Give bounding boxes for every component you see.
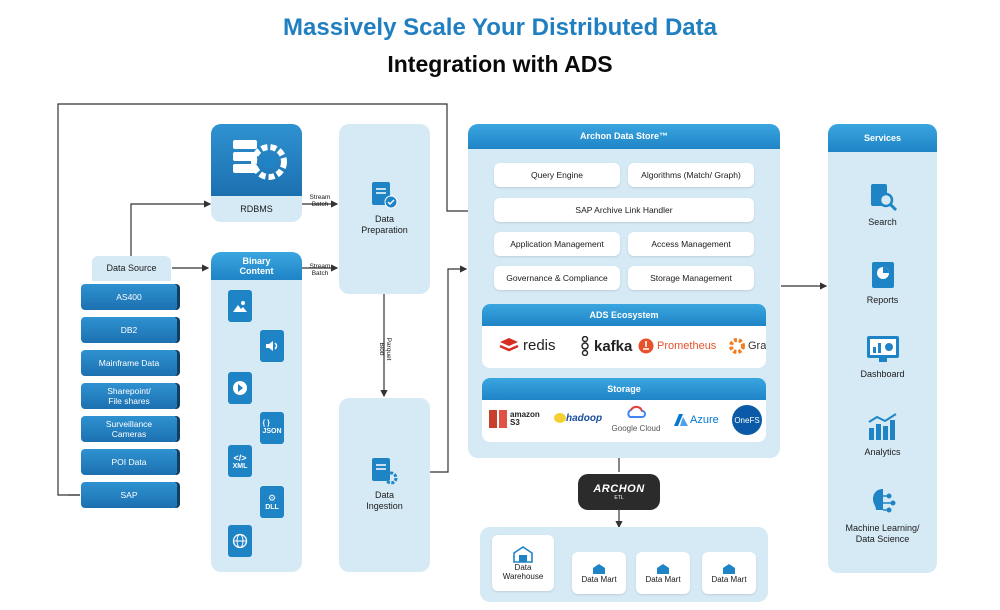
stream-batch-label-bottom: Stream Batch (309, 263, 331, 277)
archon-data-store-panel: Archon Data Store™ Query Engine Algorith… (468, 124, 780, 458)
redis-logo: redis (498, 336, 556, 354)
binary-content-panel: Binary Content { } JSON </> XML ⚙ DLL (211, 252, 302, 572)
image-file-icon (228, 290, 252, 322)
services-panel: Services Search Reports Dashboard Analyt… (828, 124, 937, 573)
data-mart-card-2[interactable]: Data Mart (636, 552, 690, 594)
archon-etl-node: ARCHON ETL (578, 474, 660, 510)
ads-ecosystem-header: ADS Ecosystem (482, 304, 766, 326)
xml-file-icon: </> XML (228, 445, 252, 477)
search-icon (870, 184, 897, 212)
data-mart-card-3[interactable]: Data Mart (702, 552, 756, 594)
source-sharepoint[interactable]: Sharepoint/ File shares (81, 383, 177, 409)
module-query-engine[interactable]: Query Engine (494, 163, 620, 187)
prometheus-icon (638, 338, 654, 354)
parquet-blob-label: Parquet Blob (378, 337, 392, 361)
source-sap[interactable]: SAP (81, 482, 177, 508)
stream-batch-label-top: Stream Batch (309, 194, 331, 208)
service-dashboard[interactable]: Dashboard (828, 334, 937, 380)
data-mart-icon (723, 563, 735, 574)
title-line-1: Massively Scale Your Distributed Data (283, 14, 717, 41)
warehouse-icon (513, 546, 533, 563)
rdbms-icon-block (211, 124, 302, 196)
hadoop-elephant-icon (554, 413, 566, 423)
reports-icon (871, 262, 894, 288)
services-header: Services (828, 124, 937, 152)
play-icon (233, 381, 247, 395)
data-source-header: Data Source (92, 256, 171, 281)
onefs-logo: OneFS (732, 405, 762, 435)
audio-file-icon (260, 330, 284, 362)
data-preparation-panel: Data Preparation (339, 124, 430, 294)
module-governance[interactable]: Governance & Compliance (494, 266, 620, 290)
service-search[interactable]: Search (828, 182, 937, 228)
prometheus-logo: Prometheus (638, 338, 716, 354)
rdbms-label: RDBMS (240, 204, 273, 214)
ads-header: Archon Data Store™ (468, 124, 780, 149)
document-check-icon (372, 182, 398, 209)
kafka-icon (581, 336, 589, 356)
dll-file-icon: ⚙ DLL (260, 486, 284, 518)
machine-learning-icon (872, 489, 895, 513)
speaker-icon (266, 341, 278, 351)
service-reports[interactable]: Reports (828, 260, 937, 306)
source-poi[interactable]: POI Data (81, 449, 177, 475)
code-icon: </> (233, 452, 247, 463)
source-surveillance[interactable]: Surveillance Cameras (81, 416, 177, 442)
dashboard-icon (866, 336, 899, 362)
google-cloud-logo: Google Cloud (608, 405, 664, 433)
service-analytics[interactable]: Analytics (828, 412, 937, 458)
redis-icon (499, 338, 519, 352)
data-preparation-label: Data Preparation (361, 214, 408, 235)
image-icon (233, 301, 247, 312)
storage-section: Storage amazon S3 hadoop Google Cloud Az… (482, 378, 766, 442)
module-storage-management[interactable]: Storage Management (628, 266, 754, 290)
data-mart-icon (593, 563, 605, 574)
storage-header: Storage (482, 378, 766, 400)
module-access-management[interactable]: Access Management (628, 232, 754, 256)
azure-logo: Azure (674, 414, 719, 426)
document-gear-icon (372, 458, 398, 485)
google-cloud-icon (627, 405, 646, 418)
web-file-icon (228, 525, 252, 557)
data-ingestion-panel: Data Ingestion (339, 398, 430, 572)
hadoop-logo: hadoop (554, 412, 602, 424)
rdbms-card: RDBMS (211, 124, 302, 222)
json-file-icon: { } JSON (260, 412, 284, 444)
data-mart-card-1[interactable]: Data Mart (572, 552, 626, 594)
globe-icon (232, 533, 248, 549)
service-ml[interactable]: Machine Learning/ Data Science (828, 486, 937, 545)
analytics-icon (867, 413, 897, 440)
module-algorithms[interactable]: Algorithms (Match/ Graph) (628, 163, 754, 187)
data-ingestion-label: Data Ingestion (366, 490, 403, 511)
source-mainframe[interactable]: Mainframe Data (81, 350, 177, 376)
source-as400[interactable]: AS400 (81, 284, 177, 310)
amazon-s3-logo: amazon S3 (488, 408, 540, 430)
azure-icon (674, 414, 688, 426)
archon-etl-label: ARCHON (593, 483, 645, 495)
database-gear-icon (233, 140, 287, 180)
module-application-management[interactable]: Application Management (494, 232, 620, 256)
amazon-s3-icon (489, 410, 507, 428)
data-warehouse-card[interactable]: Data Warehouse (492, 535, 554, 591)
source-db2[interactable]: DB2 (81, 317, 177, 343)
title-line-2: Integration with ADS (387, 51, 613, 77)
gears-icon: ⚙ (267, 493, 277, 503)
data-mart-icon (657, 563, 669, 574)
grafana-icon (729, 338, 745, 354)
kafka-logo: kafka (578, 336, 632, 356)
module-sap-archive-link[interactable]: SAP Archive Link Handler (494, 198, 754, 222)
grafana-logo: Gra (728, 337, 766, 355)
warehouse-panel: Data Warehouse Data Mart Data Mart Data … (480, 527, 768, 602)
binary-content-header: Binary Content (211, 252, 302, 280)
video-file-icon (228, 372, 252, 404)
archon-etl-sub: ETL (614, 495, 624, 501)
ads-ecosystem-section: ADS Ecosystem redis kafka Prometheus Gra (482, 304, 766, 368)
